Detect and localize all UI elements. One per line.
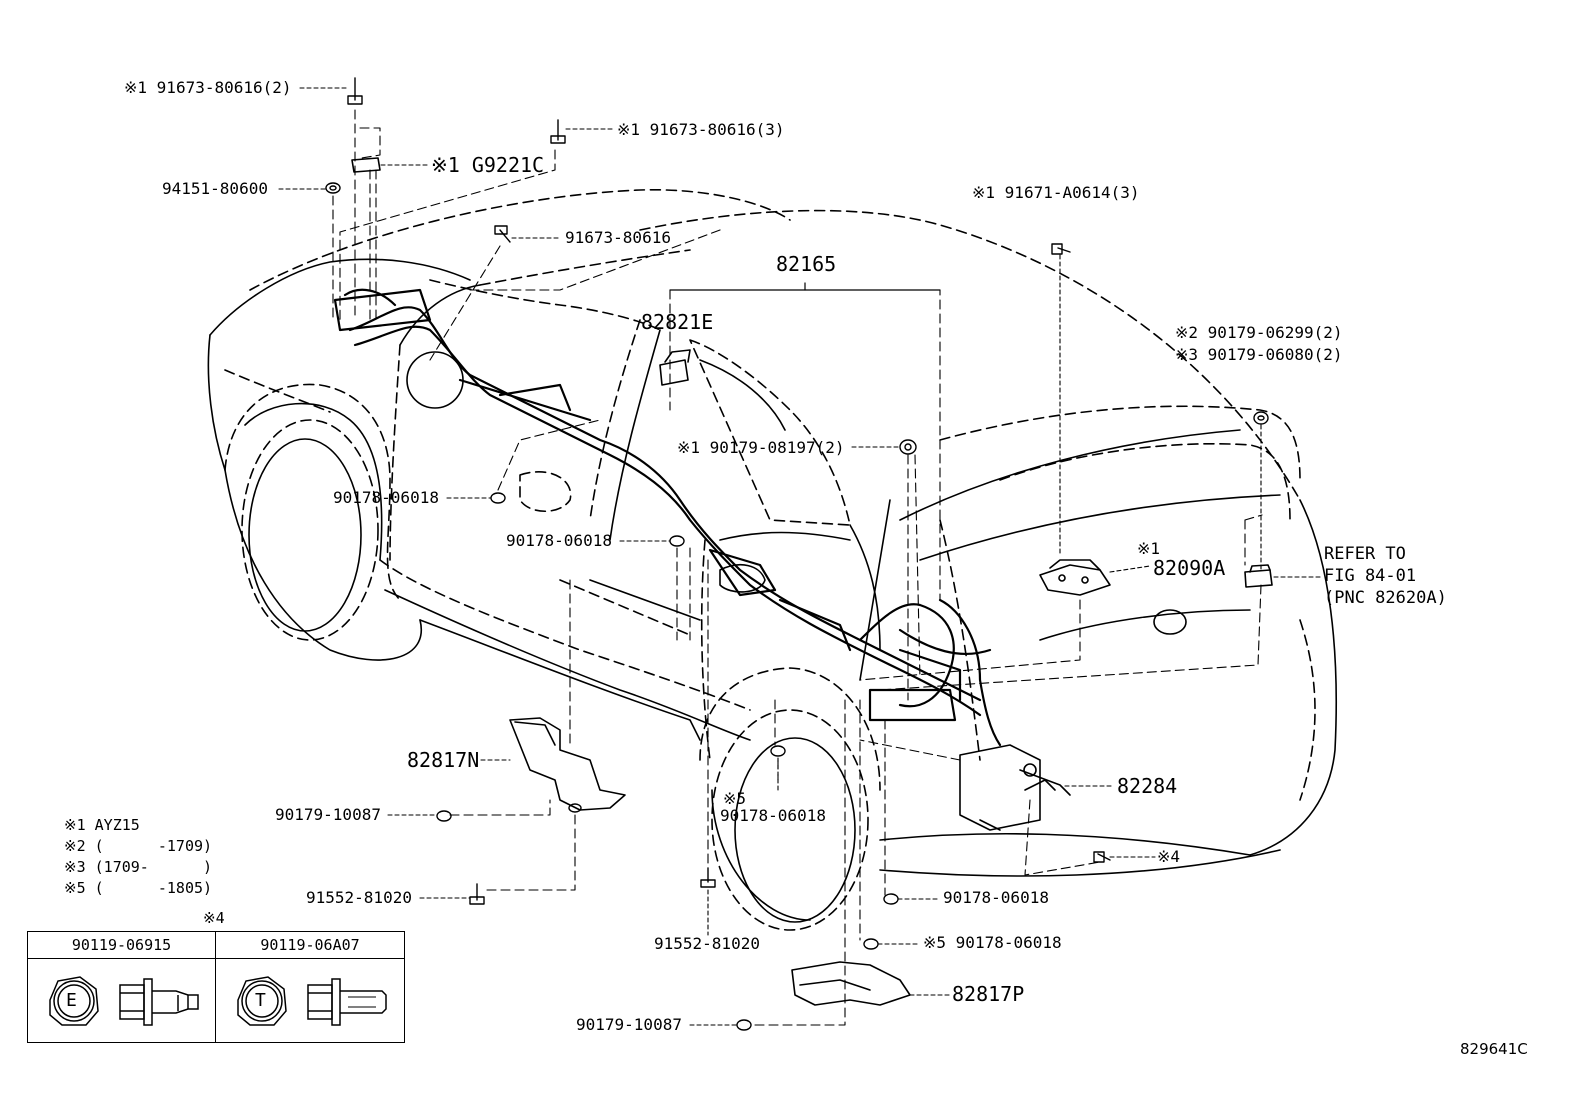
part-label: 82090A	[1153, 556, 1226, 580]
part-label: 82817P	[952, 982, 1025, 1006]
bolt-icon	[347, 77, 363, 105]
legend-row: ※1 AYZ15	[64, 816, 140, 834]
reference-note: FIG 84-01	[1324, 566, 1417, 586]
wire-harness-82165	[333, 288, 1002, 747]
part-label: 82817N	[407, 748, 480, 772]
table-header: 90119-06A07	[216, 932, 404, 959]
vehicle-body-outline	[207, 188, 1338, 931]
bracket-G9221C	[351, 157, 381, 173]
nut-icon	[863, 938, 879, 950]
nut-icon	[883, 893, 899, 905]
part-label: 91673-80616	[565, 228, 671, 247]
nut-icon	[490, 492, 506, 504]
legend-row: ※2 ( -1709)	[64, 837, 213, 855]
part-label: ※1	[1137, 539, 1161, 558]
part-label: 82284	[1117, 774, 1178, 798]
part-label: ※1 91673-80616(3)	[617, 120, 785, 139]
bolt-mark-T: T	[255, 990, 266, 1011]
part-label: ※4	[1157, 847, 1181, 866]
part-label: ※5	[723, 789, 747, 808]
bolt-icon	[550, 119, 566, 144]
legend-row: ※3 (1709- )	[64, 858, 213, 876]
part-label: ※1 90179-08197(2)	[677, 438, 845, 457]
figure-id: 829641C	[1460, 1040, 1528, 1058]
nut-icon	[568, 803, 582, 813]
part-label: ※3 90179-06080(2)	[1175, 345, 1343, 364]
part-label: ※1 91671-A0614(3)	[972, 183, 1140, 202]
nut-icon	[736, 1019, 752, 1031]
legend-row: ※5 ( -1805)	[64, 879, 213, 897]
table-title: ※4	[203, 909, 225, 927]
part-label: 90178-06018	[943, 888, 1049, 907]
part-label: ※5 90178-06018	[923, 933, 1062, 952]
clip-icon	[899, 439, 917, 455]
protector-82817P	[791, 961, 911, 1006]
bolt-mark-E: E	[66, 990, 77, 1011]
reference-note: (PNC 82620A)	[1324, 588, 1447, 608]
part-label: 82821E	[641, 310, 714, 334]
part-label: 90178-06018	[333, 488, 439, 507]
flange-bolt-E-icon	[49, 976, 199, 1026]
nut-icon	[436, 810, 452, 822]
table-column: 90119-06A07 T	[216, 932, 404, 1042]
nut-icon	[770, 745, 786, 757]
nut-icon	[1253, 411, 1269, 425]
part-label: ※1 91673-80616(2)	[124, 78, 292, 97]
table-column: 90119-06915 E	[28, 932, 216, 1042]
part-label: 91552-81020	[306, 888, 412, 907]
part-label: ※2 90179-06299(2)	[1175, 323, 1343, 342]
component-82821E	[659, 349, 691, 386]
fasteners	[325, 77, 1269, 1031]
part-label: 94151-80600	[162, 179, 268, 198]
connector-82620A	[1244, 564, 1273, 588]
callout-bracket-82165	[669, 282, 941, 291]
flange-bolt-T-icon	[237, 976, 387, 1026]
bolt-icon	[1051, 243, 1071, 255]
part-label: 82165	[776, 252, 837, 276]
protector-82817N	[509, 717, 626, 811]
part-label: 90179-10087	[275, 805, 381, 824]
table-header: 90119-06915	[28, 932, 215, 959]
applicability-legend: ※1 AYZ15 ※2 ( -1709) ※3 (1709- ) ※5 ( -1…	[64, 815, 212, 899]
bolt-icon	[494, 225, 511, 243]
part-label: 90178-06018	[720, 806, 826, 825]
nut-icon	[669, 535, 685, 547]
part-label: 91552-81020	[654, 934, 760, 953]
leader-lines	[278, 87, 1321, 1026]
part-label: 90178-06018	[506, 531, 612, 550]
bolt-icon	[469, 883, 485, 905]
reference-note: REFER TO	[1324, 544, 1406, 564]
fastener-variant-table: 90119-06915 E 90119-06A07	[27, 931, 405, 1043]
part-label: ※1 G9221C	[431, 153, 545, 177]
nut-icon	[325, 182, 341, 194]
part-label: 90179-10087	[576, 1015, 682, 1034]
assembly-guide-lines	[332, 109, 1263, 1026]
bolt-icon	[700, 867, 716, 888]
battery-terminal-82284	[1019, 763, 1071, 796]
component-82090A	[1039, 559, 1111, 596]
bolt-icon	[1093, 851, 1111, 863]
